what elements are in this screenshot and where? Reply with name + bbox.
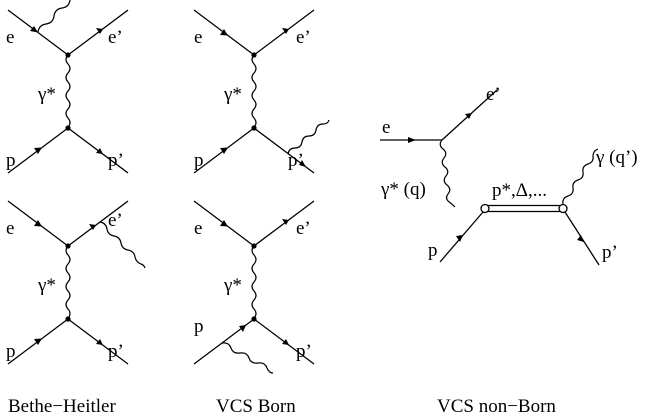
arrow: [89, 224, 96, 230]
arrow: [34, 220, 42, 227]
label-p: p: [194, 150, 204, 171]
real-photon: [287, 119, 330, 155]
label-e: e: [6, 27, 14, 48]
arrow: [282, 28, 289, 34]
electron-line-out: [67, 200, 129, 247]
diagram-bethe-heitler-final: e e’ γ* p p’: [6, 200, 146, 365]
label-p-prime: p’: [288, 150, 304, 171]
label-gamma-q-prime: γ (q’): [595, 147, 638, 168]
arrow: [220, 29, 228, 36]
label-p-prime: p’: [602, 242, 618, 263]
arrow: [96, 339, 103, 345]
real-photon: [562, 148, 599, 205]
electron-line-out: [67, 9, 129, 56]
caption-bethe-heitler: Bethe−Heitler: [8, 396, 116, 417]
real-photon: [221, 342, 274, 374]
label-p: p: [194, 316, 204, 337]
label-gamma-star: γ*: [223, 84, 242, 105]
label-p-prime: p’: [296, 341, 312, 362]
virtual-photon: [251, 245, 257, 319]
arrow: [96, 28, 103, 34]
diagram-vcs-non-born: e e’ γ* (q) p*,Δ,... γ (q’) p p’: [380, 84, 638, 266]
virtual-photon: [65, 245, 71, 319]
arrow: [456, 235, 463, 242]
diagram-bethe-heitler-initial: e e’ γ* p p’: [6, 0, 129, 174]
label-gamma-star-q: γ* (q): [380, 179, 426, 200]
label-e: e: [194, 27, 202, 48]
virtual-photon: [65, 54, 71, 128]
arrow: [465, 113, 472, 119]
arrow: [220, 147, 228, 154]
arrow: [282, 339, 289, 345]
diagram-vcs-born-initial: e e’ γ* p p’: [193, 200, 315, 374]
vertex: [251, 125, 257, 131]
vertex: [65, 52, 71, 58]
vertex: [65, 316, 71, 322]
arrow: [34, 147, 42, 154]
arrow: [299, 160, 306, 167]
virtual-photon: [251, 54, 257, 128]
real-photon: [37, 0, 71, 33]
label-p-prime: p’: [108, 341, 124, 362]
vertex: [65, 243, 71, 249]
caption-vcs-born: VCS Born: [216, 396, 296, 417]
arrow: [408, 137, 416, 143]
electron-line-out: [253, 200, 315, 247]
label-gamma-star: γ*: [223, 275, 242, 296]
vertex: [65, 125, 71, 131]
label-p: p: [6, 150, 16, 171]
label-gamma-star: γ*: [37, 84, 56, 105]
label-e-prime: e’: [108, 27, 123, 48]
vertex-left: [480, 203, 490, 214]
label-e: e: [194, 218, 202, 239]
label-e-prime: e’: [296, 27, 311, 48]
electron-line-out: [253, 9, 315, 56]
arrow: [577, 235, 584, 242]
label-e-prime: e’: [108, 210, 123, 231]
vertex: [251, 52, 257, 58]
virtual-photon: [439, 139, 456, 208]
label-e-prime: e’: [296, 218, 311, 239]
label-p: p: [428, 240, 438, 261]
label-e: e: [6, 218, 14, 239]
label-intermediate: p*,Δ,...: [492, 180, 547, 201]
caption-vcs-non-born: VCS non−Born: [437, 396, 556, 417]
real-photon: [99, 221, 146, 269]
arrow: [96, 148, 103, 154]
arrow: [220, 220, 228, 227]
vertex-right: [558, 203, 568, 214]
arrow: [30, 26, 38, 33]
label-e: e: [382, 117, 390, 138]
label-e-prime: e’: [486, 84, 501, 105]
label-gamma-star: γ*: [37, 275, 56, 296]
arrow: [239, 325, 246, 332]
arrow: [282, 219, 289, 225]
arrow: [34, 338, 42, 345]
vertex: [251, 316, 257, 322]
label-p-prime: p’: [108, 150, 124, 171]
diagram-vcs-born-final: e e’ γ* p p’: [193, 9, 330, 174]
vertex: [251, 243, 257, 249]
label-p: p: [6, 341, 16, 362]
